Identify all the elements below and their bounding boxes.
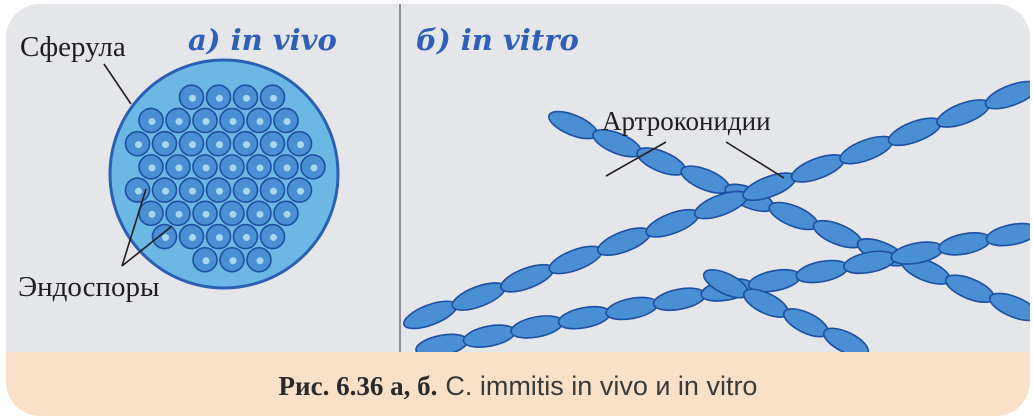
caption-text: C. immitis in vivo и in vitro	[445, 371, 757, 402]
endospore-nucleus	[243, 234, 250, 241]
endospore-nucleus	[270, 188, 277, 195]
endospore-nucleus	[243, 141, 250, 148]
endospore-nucleus	[162, 234, 169, 241]
endospore-nucleus	[216, 188, 223, 195]
endospore-nucleus	[270, 141, 277, 148]
endospores-label: Эндоспоры	[18, 271, 160, 303]
endospore-nucleus	[189, 188, 196, 195]
arthroconidia-label: Артроконидии	[602, 106, 771, 136]
endospore-nucleus	[162, 188, 169, 195]
diagram-panels: а) in vivo Сферула Эндоспоры б) in vitro…	[6, 4, 1030, 352]
endospore-nucleus	[189, 234, 196, 241]
endospore-nucleus	[257, 164, 264, 171]
endospore-nucleus	[284, 164, 291, 171]
endospore-nucleus	[243, 188, 250, 195]
endospore-nucleus	[162, 141, 169, 148]
endospore-nucleus	[270, 234, 277, 241]
endospore-nucleus	[203, 211, 210, 218]
endospore-nucleus	[257, 211, 264, 218]
figure: а) in vivo Сферула Эндоспоры б) in vitro…	[6, 4, 1030, 416]
endospore-nucleus	[257, 257, 264, 264]
endospore-nucleus	[176, 118, 183, 125]
panel-a-heading: а) in vivo	[188, 23, 337, 57]
endospore-nucleus	[270, 95, 277, 102]
endospore-nucleus	[216, 95, 223, 102]
endospore-nucleus	[203, 257, 210, 264]
endospore-nucleus	[297, 188, 304, 195]
endospore-nucleus	[149, 164, 156, 171]
panel-b-heading: б) in vitro	[416, 23, 579, 57]
endospore-nucleus	[284, 211, 291, 218]
endospore-nucleus	[189, 95, 196, 102]
endospore-nucleus	[243, 95, 250, 102]
endospore-nucleus	[230, 211, 237, 218]
endospore-nucleus	[216, 234, 223, 241]
endospore-nucleus	[176, 211, 183, 218]
endospore-nucleus	[230, 164, 237, 171]
endospore-nucleus	[230, 257, 237, 264]
caption-figure-number: Рис. 6.36 а, б.	[279, 371, 438, 402]
spherule-label: Сферула	[20, 31, 126, 63]
endospore-nucleus	[135, 188, 142, 195]
endospore-nucleus	[189, 141, 196, 148]
figure-caption: Рис. 6.36 а, б. C. immitis in vivo и in …	[6, 356, 1030, 416]
endospore-nucleus	[203, 118, 210, 125]
endospore-nucleus	[203, 164, 210, 171]
endospore-nucleus	[257, 118, 264, 125]
endospore-nucleus	[284, 118, 291, 125]
endospore-nucleus	[149, 211, 156, 218]
endospore-nucleus	[311, 164, 318, 171]
endospore-nucleus	[176, 164, 183, 171]
endospore-nucleus	[135, 141, 142, 148]
endospore-nucleus	[230, 118, 237, 125]
endospore-nucleus	[216, 141, 223, 148]
endospore-nucleus	[149, 118, 156, 125]
endospore-nucleus	[297, 141, 304, 148]
